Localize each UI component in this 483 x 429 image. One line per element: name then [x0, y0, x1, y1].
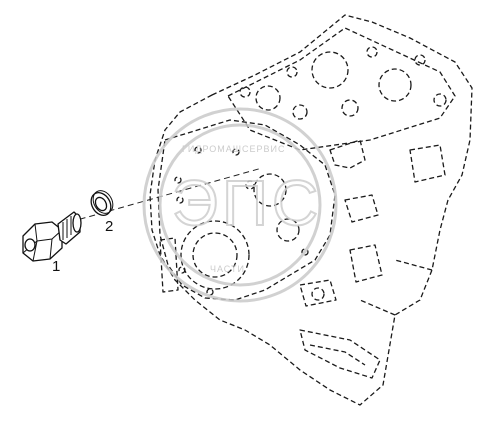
engine-block-outline: [149, 14, 473, 406]
watermark-text-top: ГИДРОМАШСЕРВИС: [182, 144, 285, 154]
watermark-logo: ГИДРОМАШСЕРВИС ЭПС ЧАСТИ: [142, 107, 338, 303]
watermark-text-mid: ЭПС: [172, 167, 322, 239]
callout-2: 2: [105, 218, 113, 235]
watermark-text-bottom: ЧАСТИ: [210, 264, 245, 274]
part-2-sealing-washer: [90, 190, 114, 216]
part-1-adapter-fitting: [22, 211, 82, 262]
callout-1: 1: [52, 258, 60, 275]
